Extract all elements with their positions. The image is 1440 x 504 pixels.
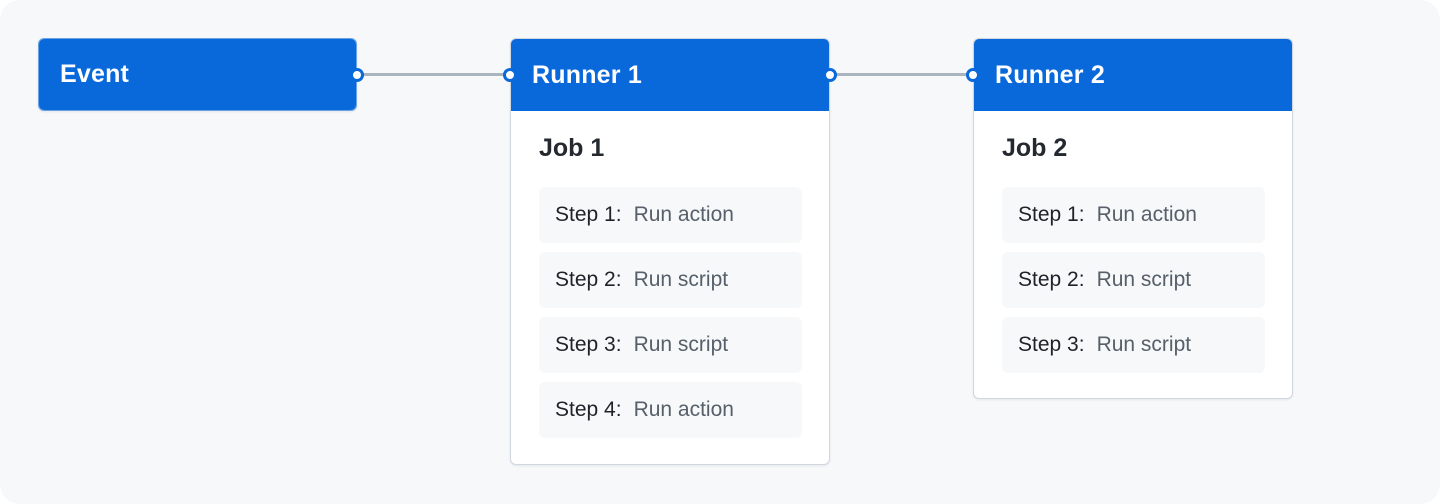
runner-2-node: Runner 2 Job 2 Step 1: Run action Step 2…	[973, 38, 1293, 399]
event-label: Event	[39, 39, 356, 110]
job-2-steps: Step 1: Run action Step 2: Run script St…	[1002, 187, 1292, 373]
step-number: Step 2:	[555, 268, 622, 291]
event-output-port	[350, 68, 364, 82]
step-item: Step 1: Run action	[539, 187, 802, 243]
step-action: Run script	[633, 333, 729, 356]
job-2-title: Job 2	[1002, 134, 1068, 162]
step-action: Run script	[633, 268, 729, 291]
runner-1-header: Runner 1	[511, 39, 829, 111]
step-item: Step 2: Run script	[539, 252, 802, 308]
step-action: Run action	[1096, 203, 1197, 226]
job-1-title: Job 1	[539, 134, 605, 162]
step-item: Step 4: Run action	[539, 382, 802, 438]
runner-1-node: Runner 1 Job 1 Step 1: Run action Step 2…	[510, 38, 830, 465]
step-number: Step 1:	[555, 203, 622, 226]
step-item: Step 3: Run script	[539, 317, 802, 373]
step-action: Run action	[633, 398, 734, 421]
step-action: Run script	[1096, 333, 1192, 356]
event-node: Event	[38, 38, 357, 111]
connector-event-runner1	[357, 73, 510, 76]
runner-1-output-port	[823, 68, 837, 82]
step-action: Run script	[1096, 268, 1192, 291]
runner-2-input-port	[966, 68, 980, 82]
step-number: Step 4:	[555, 398, 622, 421]
connector-runner1-runner2	[830, 73, 973, 76]
runner-2-header: Runner 2	[974, 39, 1292, 111]
step-number: Step 2:	[1018, 268, 1085, 291]
job-1-steps: Step 1: Run action Step 2: Run script St…	[539, 187, 829, 438]
step-item: Step 3: Run script	[1002, 317, 1265, 373]
runner-1-input-port	[503, 68, 517, 82]
step-item: Step 1: Run action	[1002, 187, 1265, 243]
step-action: Run action	[633, 203, 734, 226]
step-number: Step 1:	[1018, 203, 1085, 226]
step-number: Step 3:	[1018, 333, 1085, 356]
step-item: Step 2: Run script	[1002, 252, 1265, 308]
step-number: Step 3:	[555, 333, 622, 356]
